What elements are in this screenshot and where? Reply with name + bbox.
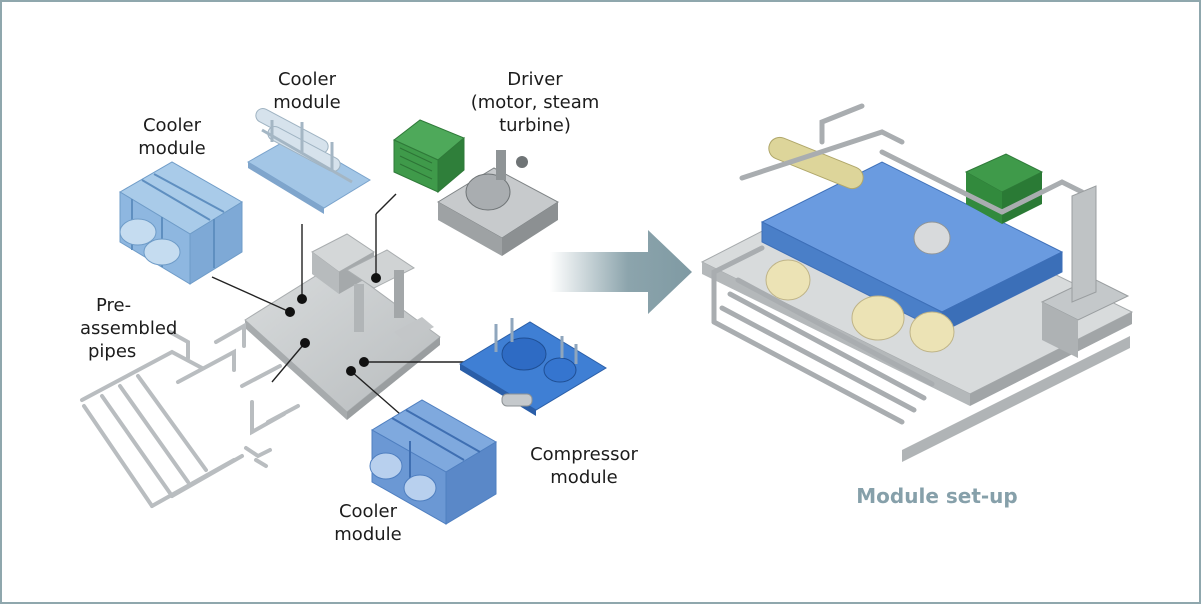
compressor-module-illustration: [459, 318, 607, 416]
label-cooler-module-top: Cooler module: [257, 68, 357, 114]
flow-arrow: [550, 230, 692, 314]
cooler-module-top-illustration: [247, 108, 371, 214]
module-setup-caption: Module set-up: [856, 484, 1018, 508]
pre-assembled-pipes-illustration: [80, 322, 300, 508]
label-line: (motor, steam: [470, 92, 600, 113]
label-cooler-module-bottom: Cooler module: [318, 500, 418, 546]
label-line: module: [138, 138, 206, 159]
label-line: pipes: [88, 341, 137, 362]
label-line: Cooler: [338, 501, 398, 522]
foundation-base: [244, 233, 441, 420]
label-cooler-module-top-left: Cooler module: [122, 114, 222, 160]
assembled-module-illustration: [700, 103, 1134, 462]
label-line: module: [334, 524, 402, 545]
label-line: Cooler: [277, 69, 337, 90]
steam-turbine-illustration: [437, 150, 559, 256]
label-line: module: [273, 92, 341, 113]
leader-lines: [211, 193, 464, 415]
driver-motor-illustration: [393, 119, 465, 194]
label-line: Driver: [507, 69, 563, 90]
label-compressor-module: Compressor module: [514, 443, 654, 489]
cooler-module-left-illustration: [119, 161, 243, 285]
leader-dots: [285, 273, 381, 376]
label-line: turbine): [499, 115, 571, 136]
label-line: assembled: [80, 318, 178, 339]
label-line: Cooler: [142, 115, 202, 136]
cooler-module-bottom-illustration: [369, 399, 497, 525]
label-pre-assembled-pipes: Pre- assembled pipes: [80, 294, 210, 363]
label-driver: Driver (motor, steam turbine): [450, 68, 620, 137]
label-line: Compressor: [530, 444, 638, 465]
label-line: Pre-: [96, 295, 132, 316]
label-line: module: [550, 467, 618, 488]
